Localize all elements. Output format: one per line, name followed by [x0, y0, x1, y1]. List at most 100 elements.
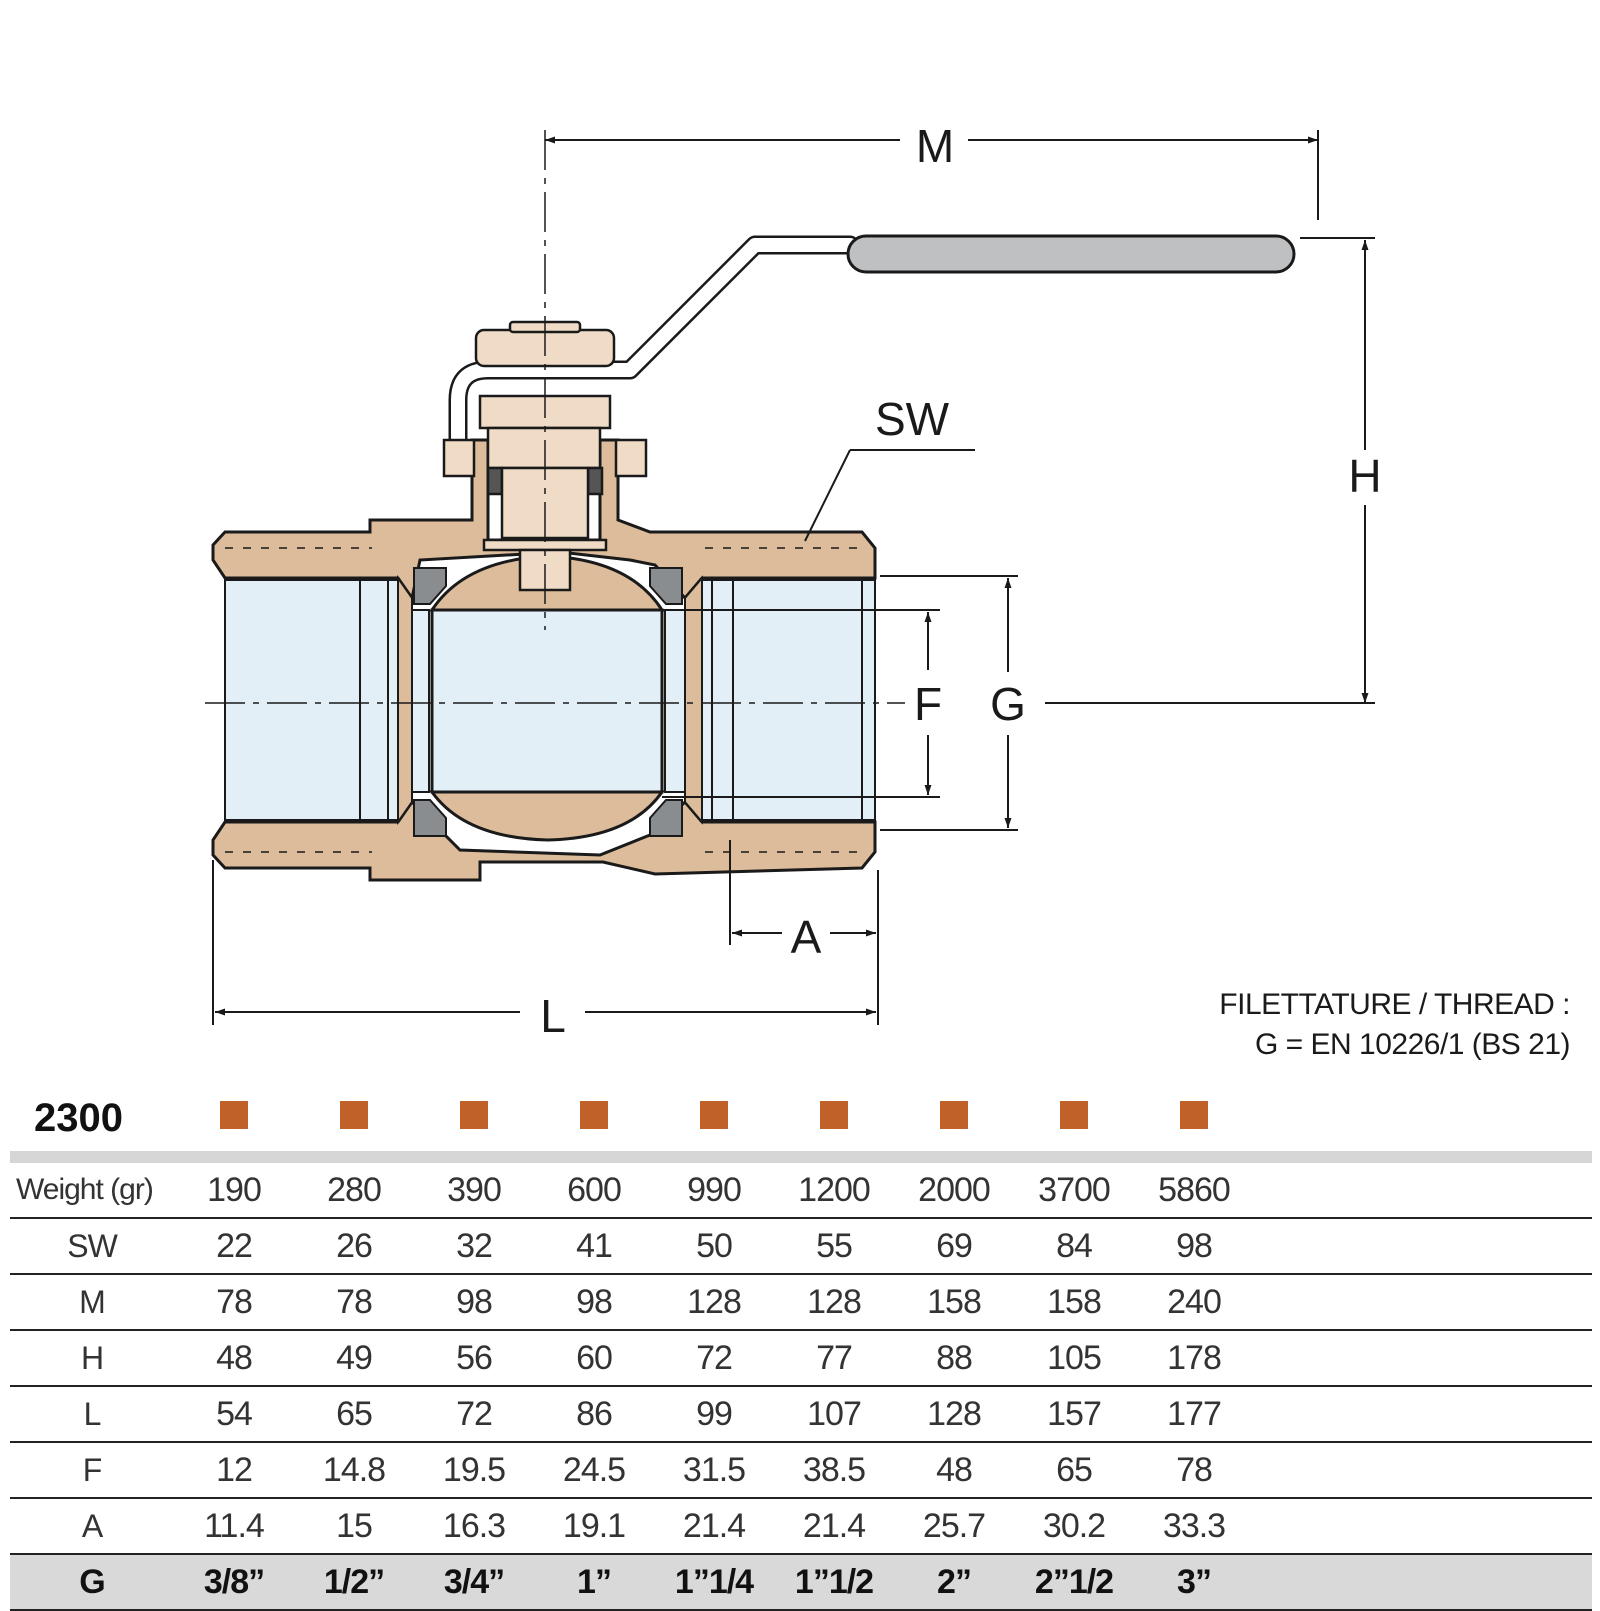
size-marker-cell: [534, 1085, 654, 1163]
table-cell: 21.4: [774, 1498, 894, 1555]
table-cell: 72: [414, 1386, 534, 1443]
table-cell: 48: [174, 1330, 294, 1387]
handle-grip: [846, 234, 1296, 274]
table-cell: 65: [1014, 1442, 1134, 1499]
table-cell: 22: [174, 1218, 294, 1275]
table-cell: 177: [1134, 1386, 1254, 1443]
table-cell: 30.2: [1014, 1498, 1134, 1555]
table-spacer: [1254, 1218, 1592, 1275]
table-cell: 128: [894, 1386, 1014, 1443]
table-cell: 178: [1134, 1330, 1254, 1387]
orange-square-icon: [700, 1100, 728, 1129]
table-cell: 600: [534, 1157, 654, 1219]
table-model-row: 2300: [10, 1085, 1592, 1163]
table-cell: 107: [774, 1386, 894, 1443]
table-cell: 78: [294, 1274, 414, 1331]
table-cell: 240: [1134, 1274, 1254, 1331]
table-cell: 21.4: [654, 1498, 774, 1555]
table-cell: 14.8: [294, 1442, 414, 1499]
table-cell: 11.4: [174, 1498, 294, 1555]
dim-M: [545, 130, 1319, 220]
table-cell: 56: [414, 1330, 534, 1387]
row-label: SW: [10, 1218, 174, 1275]
orange-square-icon: [1180, 1100, 1208, 1129]
row-label: F: [10, 1442, 174, 1499]
size-marker-cell: [174, 1085, 294, 1163]
ball: [429, 554, 665, 842]
lever-handle: [448, 234, 1296, 450]
table-cell: 98: [1134, 1218, 1254, 1275]
table-cell: 24.5: [534, 1442, 654, 1499]
orange-square-icon: [940, 1100, 968, 1129]
table-cell: 3700: [1014, 1157, 1134, 1219]
table-cell: 54: [174, 1386, 294, 1443]
table-cell: 72: [654, 1330, 774, 1387]
table-cell: 2”: [894, 1553, 1014, 1611]
table-cell: 69: [894, 1218, 1014, 1275]
table-cell: 5860: [1134, 1157, 1254, 1219]
orange-square-icon: [580, 1100, 608, 1129]
table-cell: 41: [534, 1218, 654, 1275]
table-cell: 25.7: [894, 1498, 1014, 1555]
dim-label-A: A: [791, 911, 822, 963]
row-label: A: [10, 1498, 174, 1555]
size-marker-cell: [414, 1085, 534, 1163]
table-cell: 60: [534, 1330, 654, 1387]
table-cell: 12: [174, 1442, 294, 1499]
dim-label-L: L: [540, 990, 566, 1042]
dim-F: [662, 609, 940, 798]
table-cell: 84: [1014, 1218, 1134, 1275]
thread-lines: [225, 547, 862, 853]
size-marker-cell: [774, 1085, 894, 1163]
table-cell: 158: [1014, 1274, 1134, 1331]
table-cell: 280: [294, 1157, 414, 1219]
table-cell: 190: [174, 1157, 294, 1219]
table-cell: 157: [1014, 1386, 1134, 1443]
dim-SW: [804, 449, 975, 542]
table-spacer: [1254, 1498, 1592, 1555]
size-marker-cell: [654, 1085, 774, 1163]
orange-square-icon: [460, 1100, 488, 1129]
orange-square-icon: [340, 1100, 368, 1129]
dim-A: [729, 840, 879, 1025]
table-cell: 88: [894, 1330, 1014, 1387]
table-cell: 19.5: [414, 1442, 534, 1499]
table-cell: 3/4”: [414, 1553, 534, 1611]
ball-valve-drawing: M SW H F G A L: [205, 120, 1382, 1042]
table-cell: 31.5: [654, 1442, 774, 1499]
table-cell: 49: [294, 1330, 414, 1387]
size-marker-cell: [1134, 1085, 1254, 1163]
table-cell: 77: [774, 1330, 894, 1387]
table-spacer: [1254, 1085, 1592, 1163]
table-cell: 32: [414, 1218, 534, 1275]
table-spacer: [1254, 1386, 1592, 1443]
table-cell: 78: [1134, 1442, 1254, 1499]
table-cell: 1”1/4: [654, 1553, 774, 1611]
size-marker-cell: [294, 1085, 414, 1163]
table-spacer: [1254, 1274, 1592, 1331]
orange-square-icon: [820, 1100, 848, 1129]
table-spacer: [1254, 1157, 1592, 1219]
row-label: Weight (gr): [10, 1157, 174, 1219]
table-spacer: [1254, 1553, 1592, 1611]
table-cell: 98: [414, 1274, 534, 1331]
table-cell: 2000: [894, 1157, 1014, 1219]
table-cell: 3/8”: [174, 1553, 294, 1611]
table-cell: 2”1/2: [1014, 1553, 1134, 1611]
row-label: M: [10, 1274, 174, 1331]
table-cell: 48: [894, 1442, 1014, 1499]
thread-note-line2: G = EN 10226/1 (BS 21): [1254, 1028, 1571, 1061]
table-cell: 128: [774, 1274, 894, 1331]
table-cell: 86: [534, 1386, 654, 1443]
table-cell: 990: [654, 1157, 774, 1219]
model-code: 2300: [10, 1085, 174, 1163]
bore: [224, 579, 876, 821]
dim-label-M: M: [916, 120, 954, 172]
table-cell: 55: [774, 1218, 894, 1275]
